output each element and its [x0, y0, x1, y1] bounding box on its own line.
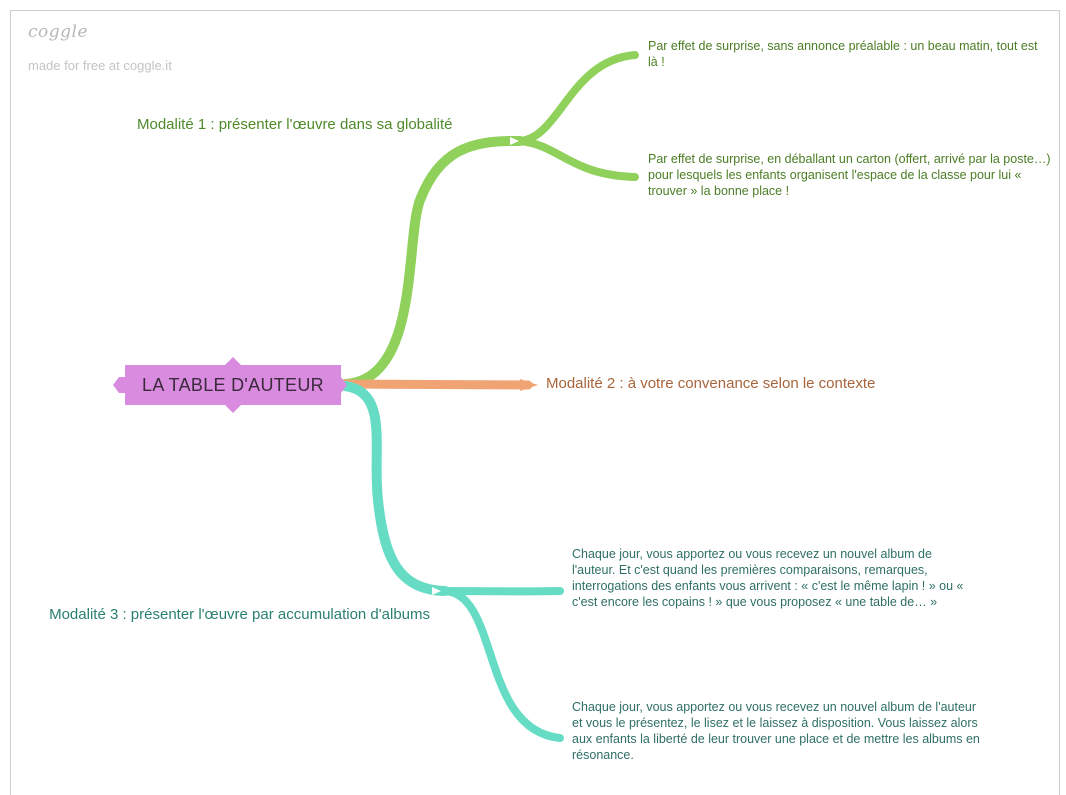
leaf-1-2-text[interactable]: Par effet de surprise, en déballant un c… — [648, 151, 1063, 199]
root-label: LA TABLE D'AUTEUR — [119, 365, 347, 405]
branch-1-connector — [345, 141, 520, 384]
root-node[interactable]: LA TABLE D'AUTEUR — [113, 357, 353, 413]
branch-2-label[interactable]: Modalité 2 : à votre convenance selon le… — [546, 375, 966, 392]
branch-1-label[interactable]: Modalité 1 : présenter l'œuvre dans sa g… — [137, 116, 517, 133]
branch-3-connector — [345, 386, 445, 591]
leaf-1-1-connector — [520, 55, 635, 141]
branch-3-label[interactable]: Modalité 3 : présenter l'œuvre par accum… — [40, 605, 430, 625]
branch-2-connector — [345, 384, 528, 385]
leaf-1-2-connector — [520, 141, 635, 177]
leaf-1-1-text[interactable]: Par effet de surprise, sans annonce préa… — [648, 38, 1038, 70]
leaf-3-2-text[interactable]: Chaque jour, vous apportez ou vous recev… — [572, 699, 982, 763]
leaf-3-2-connector — [445, 591, 560, 738]
leaf-3-1-text[interactable]: Chaque jour, vous apportez ou vous recev… — [572, 546, 972, 610]
